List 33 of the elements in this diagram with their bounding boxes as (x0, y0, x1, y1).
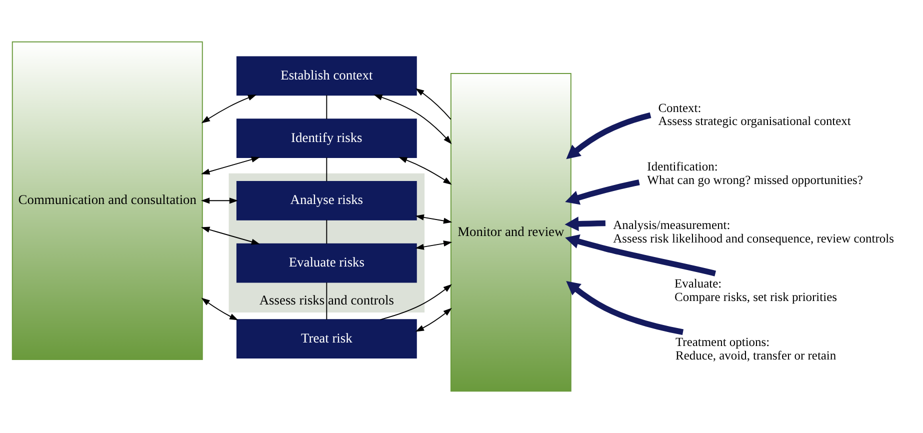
arrow (398, 157, 452, 185)
arrow (564, 216, 606, 232)
connector (326, 157, 328, 182)
arrow (200, 198, 238, 204)
arrow (380, 284, 452, 320)
arrow (565, 234, 716, 276)
arrow (565, 179, 640, 205)
arrow (566, 281, 684, 335)
arrow (374, 94, 452, 144)
node-box: Establish context (236, 56, 417, 96)
connector (326, 282, 328, 320)
node-box: Evaluate risks (236, 243, 417, 283)
connector (326, 94, 328, 120)
arrow (201, 226, 260, 245)
node-text: Treatment options: Reduce, avoid, transfer or retain (676, 334, 836, 362)
arrow (415, 308, 452, 332)
arrow (201, 156, 260, 175)
arrow (201, 94, 257, 124)
node-box: Analyse risks (236, 181, 417, 220)
node-box: Monitor and review (450, 73, 572, 392)
node-text: Evaluate: Compare risks, set risk priorities (674, 276, 837, 304)
connector (326, 219, 328, 244)
arrow (415, 240, 452, 250)
node-text: Identification: What can go wrong? missed opportunities? (647, 159, 863, 187)
arrow (415, 88, 452, 120)
arrow (201, 298, 238, 320)
node-box: Communication and consultation (12, 41, 203, 360)
node-box: Treat risk (236, 319, 417, 359)
node-box: Identify risks (236, 118, 417, 158)
arrow (415, 214, 452, 224)
node-text: Analysis/measurement: Assess risk likelihood and consequence, review controls (613, 218, 894, 246)
node-text: Context: Assess strategic organisational context (658, 100, 851, 128)
arrow (566, 112, 652, 160)
